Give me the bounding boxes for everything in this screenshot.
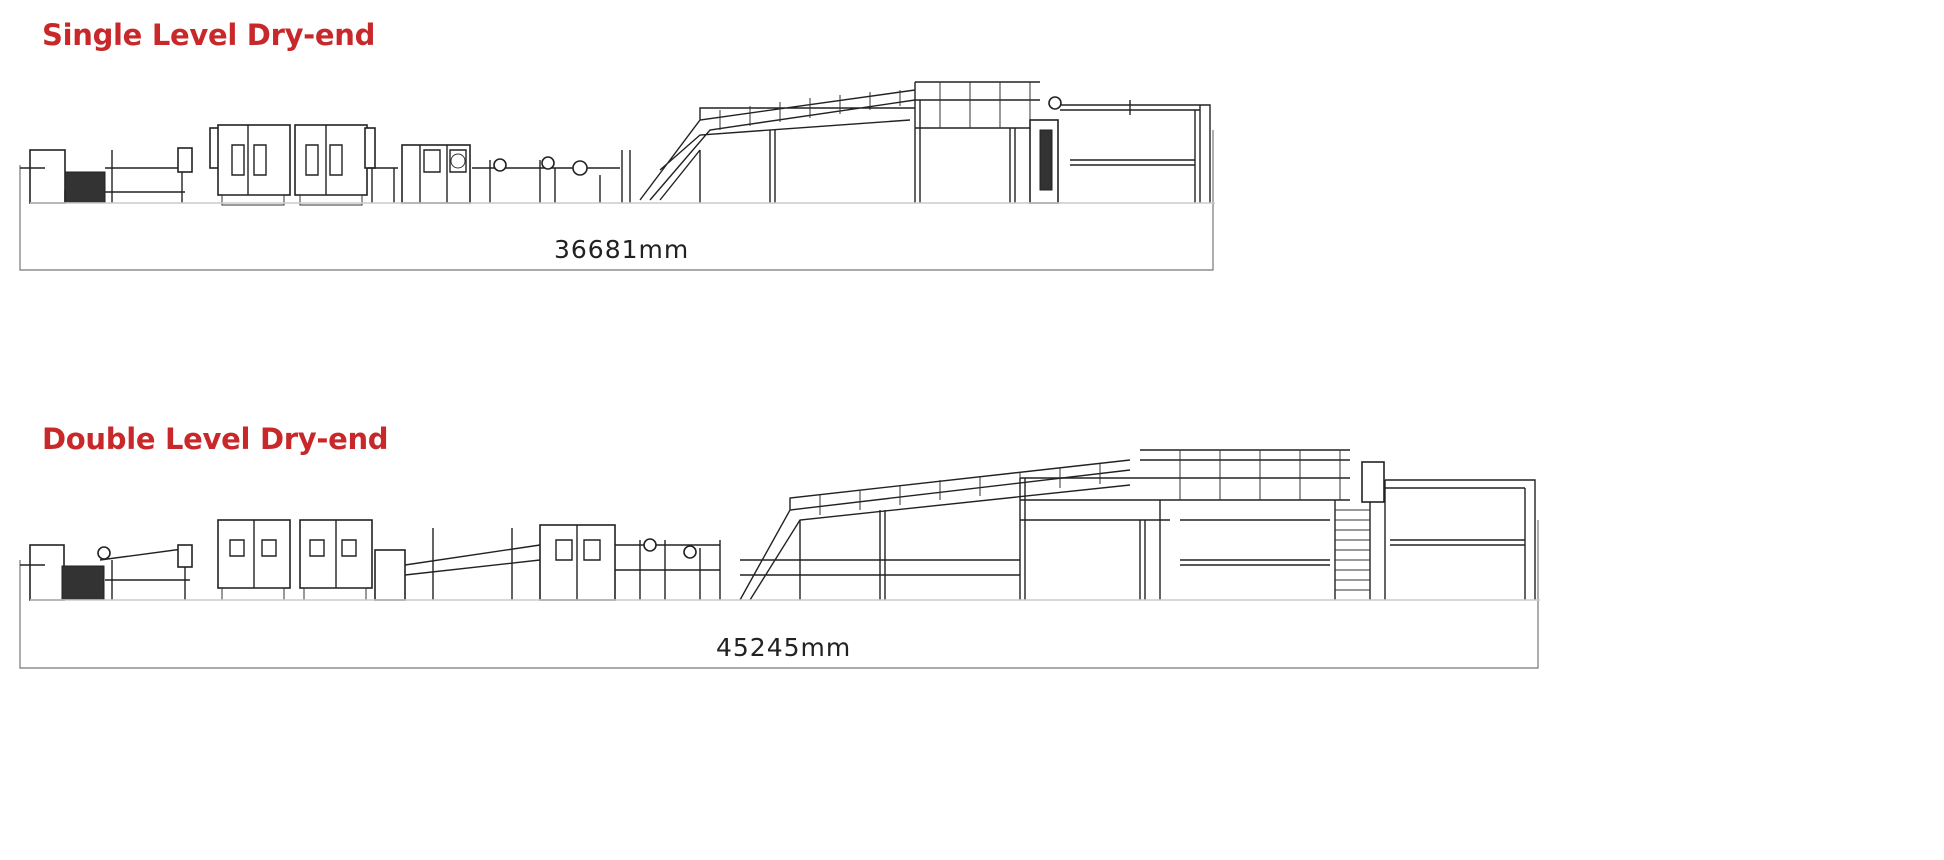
double-level-drawing — [19, 449, 1540, 669]
cutter-4 — [299, 519, 373, 601]
belt-conveyors — [472, 150, 631, 203]
inclined-conveyor-2 — [739, 459, 1131, 601]
stacker-unit — [20, 149, 106, 204]
stacker-unit-2 — [20, 544, 105, 601]
single-level-length: 36681mm — [554, 235, 690, 264]
double-level-title: Double Level Dry-end — [42, 422, 389, 456]
belt-conveyors-2 — [615, 538, 721, 600]
slitter-scorer — [401, 144, 471, 204]
splicer — [374, 549, 406, 601]
conveyor-1 — [105, 147, 193, 203]
cutter-3 — [217, 519, 291, 601]
transfer-table — [368, 167, 398, 203]
single-dimension-line — [19, 130, 1214, 271]
conveyor-2 — [97, 544, 193, 600]
cutter-1 — [209, 124, 291, 206]
double-dimension-line — [19, 520, 1539, 669]
single-level-title: Single Level Dry-end — [42, 18, 376, 52]
inclined-conveyor — [639, 89, 916, 203]
double-end-stacker — [1361, 461, 1536, 600]
single-level-drawing — [19, 81, 1215, 271]
end-stacker — [1029, 96, 1211, 204]
cutter-2 — [294, 124, 376, 206]
platform — [914, 81, 1040, 203]
double-platform — [1019, 449, 1350, 600]
transfer-poles — [404, 528, 541, 600]
slitter-scorer-2 — [539, 524, 616, 601]
double-level-length: 45245mm — [716, 633, 852, 662]
